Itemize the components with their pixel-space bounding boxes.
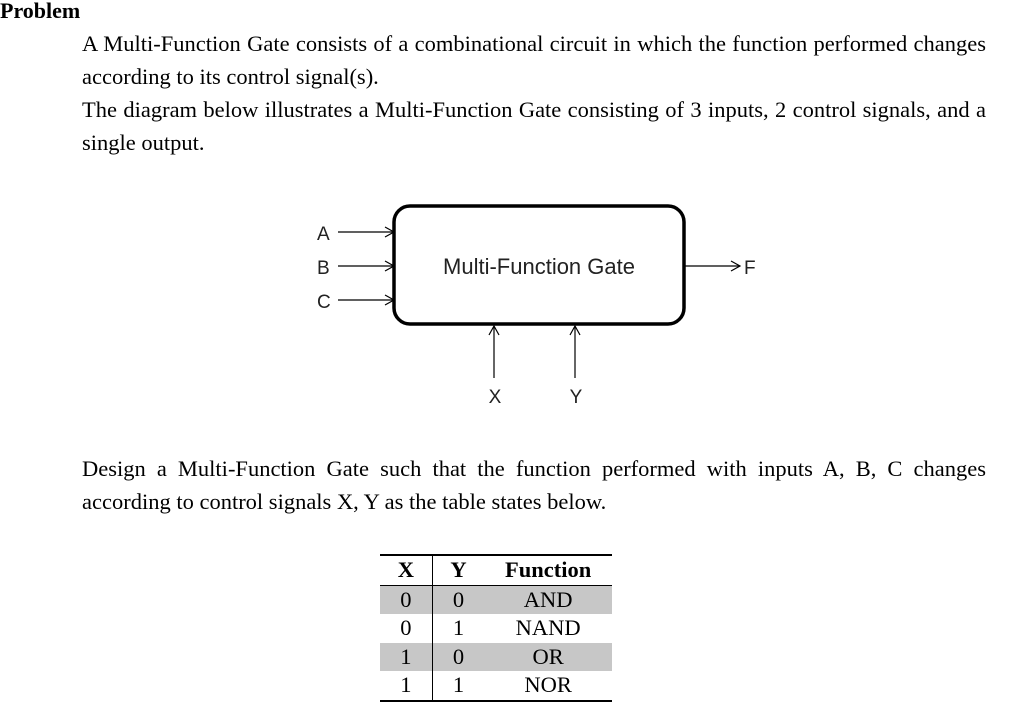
cell-x: 0 — [380, 614, 433, 643]
cell-y: 0 — [432, 585, 485, 614]
control-x-label: X — [489, 387, 502, 408]
task-paragraph: Design a Multi-Function Gate such that t… — [82, 456, 986, 514]
gate-block — [392, 204, 686, 326]
cell-function: AND — [484, 585, 612, 614]
cell-y: 1 — [432, 671, 485, 702]
input-b-label: B — [317, 258, 330, 279]
cell-function: NOR — [484, 671, 612, 702]
cell-y: 1 — [452, 615, 465, 640]
table-row: 0 0 AND — [380, 585, 612, 614]
table-row: 0 1 NAND — [380, 614, 612, 643]
output-f — [684, 260, 742, 272]
header-function: Function — [484, 554, 612, 586]
cell-function: NAND — [515, 615, 581, 640]
input-a-label: A — [317, 224, 330, 245]
diagram-description-paragraph: The diagram below illustrates a Multi-Fu… — [82, 97, 986, 155]
input-c-label: C — [317, 292, 331, 313]
control-y-label: Y — [570, 387, 583, 408]
cell-x: 0 — [380, 585, 433, 614]
cell-function: OR — [484, 642, 612, 671]
control-x — [488, 324, 500, 378]
table-row: 1 1 NOR — [380, 671, 612, 702]
gate-block-label: Multi-Function Gate — [443, 254, 635, 279]
cell-x: 1 — [380, 671, 433, 702]
cell-x: 1 — [380, 642, 433, 671]
table-header-row: X Y Function — [380, 554, 612, 586]
input-b — [338, 260, 396, 272]
header-x: X — [380, 554, 433, 586]
table-row: 1 0 OR — [380, 642, 612, 671]
section-heading: Problem — [0, 0, 81, 23]
intro-paragraph: A Multi-Function Gate consists of a comb… — [82, 31, 986, 89]
input-a — [338, 226, 396, 238]
output-f-label: F — [744, 258, 756, 279]
cell-y: 0 — [432, 642, 485, 671]
input-c — [338, 294, 396, 306]
function-table: X Y Function 0 0 AND 0 1 NAND 1 0 OR 1 1… — [380, 554, 612, 702]
control-y — [569, 324, 581, 378]
header-y: Y — [432, 554, 485, 586]
multi-function-gate-diagram: Multi-Function Gate A B C F X — [300, 200, 780, 420]
